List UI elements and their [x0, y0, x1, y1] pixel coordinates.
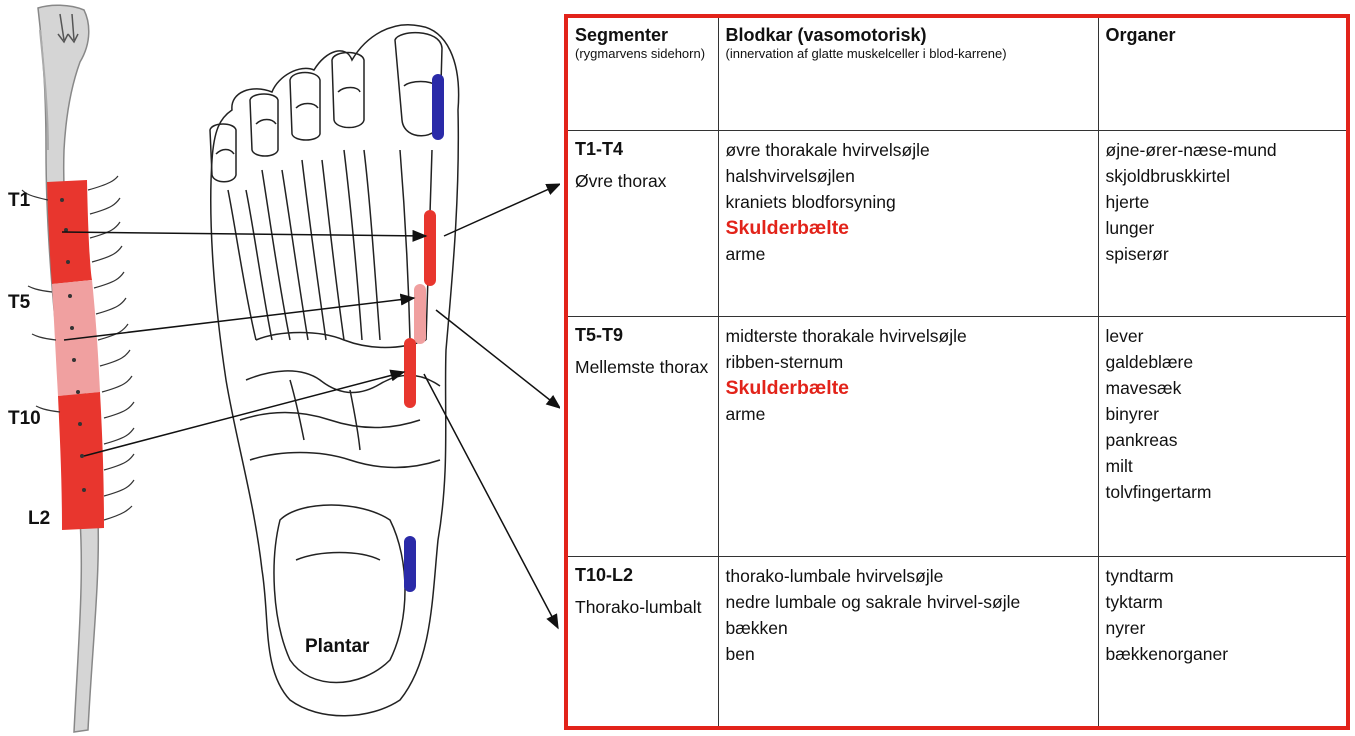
vessel-item: nedre lumbale og sakrale hvirvel-søjle	[726, 589, 1091, 615]
vessel-item: arme	[726, 401, 1091, 427]
header-segmenter: Segmenter (rygmarvens sidehorn)	[568, 18, 718, 130]
header-organer: Organer	[1098, 18, 1346, 130]
vessel-item: bækken	[726, 615, 1091, 641]
vessel-item: arme	[726, 241, 1091, 267]
organ-item: pankreas	[1106, 427, 1340, 453]
header-subtitle: (innervation af glatte muskelceller i bl…	[726, 46, 1091, 62]
vessel-item: ben	[726, 641, 1091, 667]
highlight-term: Skulderbælte	[726, 375, 1091, 401]
vessel-item: halshvirvelsøjlen	[726, 163, 1091, 189]
vessel-item: thorako-lumbale hvirvelsøjle	[726, 563, 1091, 589]
spine-label-t5: T5	[8, 292, 30, 314]
organ-item: tyndtarm	[1106, 563, 1340, 589]
vessel-item: midterste thorakale hvirvelsøjle	[726, 323, 1091, 349]
organ-item: hjerte	[1106, 189, 1340, 215]
organ-item: binyrer	[1106, 401, 1340, 427]
segment-region: Øvre thorax	[575, 169, 711, 193]
segment-region: Mellemste thorax	[575, 355, 711, 379]
segment-table: Segmenter (rygmarvens sidehorn) Blodkar …	[568, 18, 1346, 726]
foot-to-table-arrows	[424, 184, 560, 628]
header-subtitle: (rygmarvens sidehorn)	[575, 46, 711, 62]
foot-label: Plantar	[305, 636, 369, 658]
organ-item: skjoldbruskkirtel	[1106, 163, 1340, 189]
table-header-row: Segmenter (rygmarvens sidehorn) Blodkar …	[568, 18, 1346, 130]
spine-foot-diagram	[0, 0, 560, 736]
vessel-item: øvre thorakale hvirvelsøjle	[726, 137, 1091, 163]
organ-item: galdeblære	[1106, 349, 1340, 375]
organ-item: øjne-ører-næse-mund	[1106, 137, 1340, 163]
highlight-term: Skulderbælte	[726, 215, 1091, 241]
organ-item: tyktarm	[1106, 589, 1340, 615]
segment-region: Thorako-lumbalt	[575, 595, 711, 619]
spine-label-l2: L2	[28, 508, 50, 530]
organ-item: mavesæk	[1106, 375, 1340, 401]
header-title: Blodkar (vasomotorisk)	[726, 24, 1091, 46]
segment-code: T1-T4	[575, 137, 711, 161]
organ-item: lunger	[1106, 215, 1340, 241]
organ-item: spiserør	[1106, 241, 1340, 267]
segment-code: T10-L2	[575, 563, 711, 587]
vessel-item: ribben-sternum	[726, 349, 1091, 375]
organ-item: lever	[1106, 323, 1340, 349]
header-blodkar: Blodkar (vasomotorisk) (innervation af g…	[718, 18, 1098, 130]
spine-to-foot-arrows	[62, 232, 426, 456]
header-title: Segmenter	[575, 24, 711, 46]
foot-skeleton	[210, 25, 459, 716]
spine-label-t1: T1	[8, 190, 30, 212]
spinal-cord	[22, 5, 134, 732]
organ-item: tolvfingertarm	[1106, 479, 1340, 505]
segment-code: T5-T9	[575, 323, 711, 347]
organ-item: bækkenorganer	[1106, 641, 1340, 667]
segment-table-frame: Segmenter (rygmarvens sidehorn) Blodkar …	[564, 14, 1350, 730]
organ-item: milt	[1106, 453, 1340, 479]
organ-item: nyrer	[1106, 615, 1340, 641]
spine-label-t10: T10	[8, 408, 41, 430]
vessel-item: kraniets blodforsyning	[726, 189, 1091, 215]
header-title: Organer	[1106, 24, 1340, 46]
